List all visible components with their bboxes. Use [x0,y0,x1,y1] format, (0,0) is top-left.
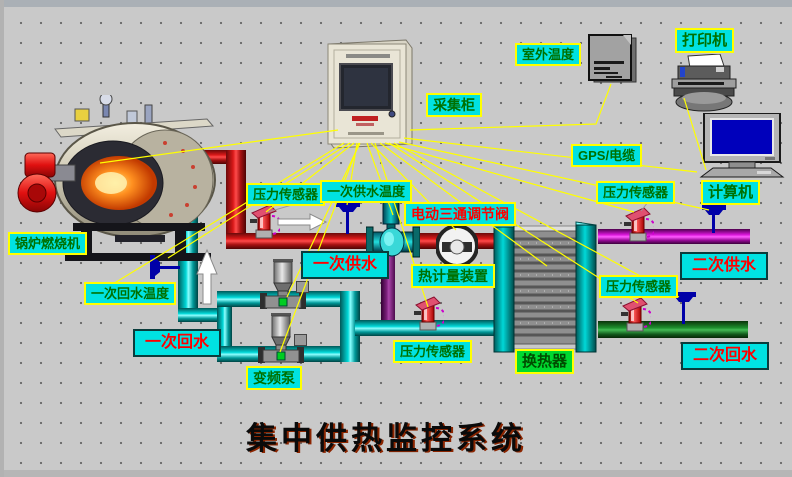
pump-aux-fitting [294,334,307,346]
label-secondary-supply: 二次供水 [680,252,769,280]
label-pressure-sensor-left: 压力传感器 [246,183,326,206]
bottom-edge [0,470,792,477]
temp-sensor-icon[interactable] [670,290,698,324]
flow-arrow-icon [277,213,328,231]
printer-icon[interactable] [666,54,742,112]
label-three-way-valve: 电动三通调节阀 [404,202,516,226]
label-computer: 计算机 [701,180,761,205]
flow-arrow-icon [196,248,218,305]
label-pressure-sensor-top-right: 压力传感器 [596,181,676,204]
left-edge [0,0,4,477]
label-outdoor-temp: 室外温度 [515,43,582,66]
collector-cabinet-icon[interactable] [322,38,416,150]
label-secondary-return: 二次回水 [681,342,770,370]
label-boiler-burner: 锅炉燃烧机 [8,232,88,255]
pressure-sensor-icon[interactable] [414,295,444,331]
outdoor-sensor-icon[interactable] [586,33,640,85]
temp-sensor-icon[interactable] [700,203,728,233]
pressure-sensor-icon[interactable] [624,206,654,242]
label-pump: 变频泵 [246,366,302,390]
label-pressure-sensor-bottom: 压力传感器 [393,340,473,363]
label-primary-supply: 一次供水 [301,251,390,279]
page-title: 集中供热监控系统 [246,421,526,456]
pressure-sensor-icon[interactable] [621,296,651,332]
label-collector-cabinet: 采集柜 [426,93,482,117]
label-supply-water-temp: 一次供水温度 [320,180,413,203]
label-pressure-sensor-right: 压力传感器 [599,275,679,298]
label-gps-cable: GPS/电缆 [571,144,643,167]
pipe-boiler-supply-v [226,150,246,246]
computer-icon[interactable] [695,113,790,179]
pump-aux-fitting [296,281,309,293]
temp-sensor-icon[interactable] [334,200,362,234]
temp-sensor-icon[interactable] [146,250,180,284]
pipe-return-elbow [178,308,222,322]
label-printer: 打印机 [675,28,735,53]
label-primary-return: 一次回水 [133,329,222,357]
top-edge [0,0,792,7]
label-return-water-temp: 一次回水温度 [84,282,177,305]
heat-exchanger-icon[interactable] [490,217,604,359]
label-heat-exchanger: 换热器 [515,349,575,374]
label-heat-meter: 热计量装置 [411,264,495,288]
